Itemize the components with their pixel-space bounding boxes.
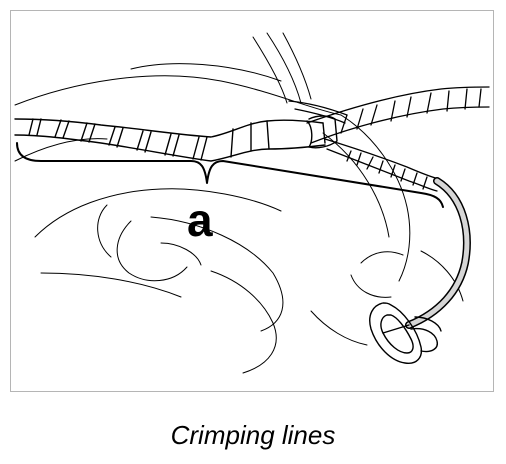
background-contours	[14, 32, 464, 374]
figure-caption: Crimping lines	[170, 420, 336, 450]
callout-label-a: a	[187, 194, 213, 246]
harness-branch-lower	[324, 138, 440, 192]
harness-branch-upper	[288, 86, 490, 144]
main-harness	[14, 118, 326, 162]
harness-sleeve	[308, 115, 338, 149]
callout-brace	[16, 142, 444, 208]
wiring-harness-illustration	[14, 32, 490, 374]
illustration-frame: a	[10, 10, 494, 392]
ring-terminal	[369, 302, 442, 364]
